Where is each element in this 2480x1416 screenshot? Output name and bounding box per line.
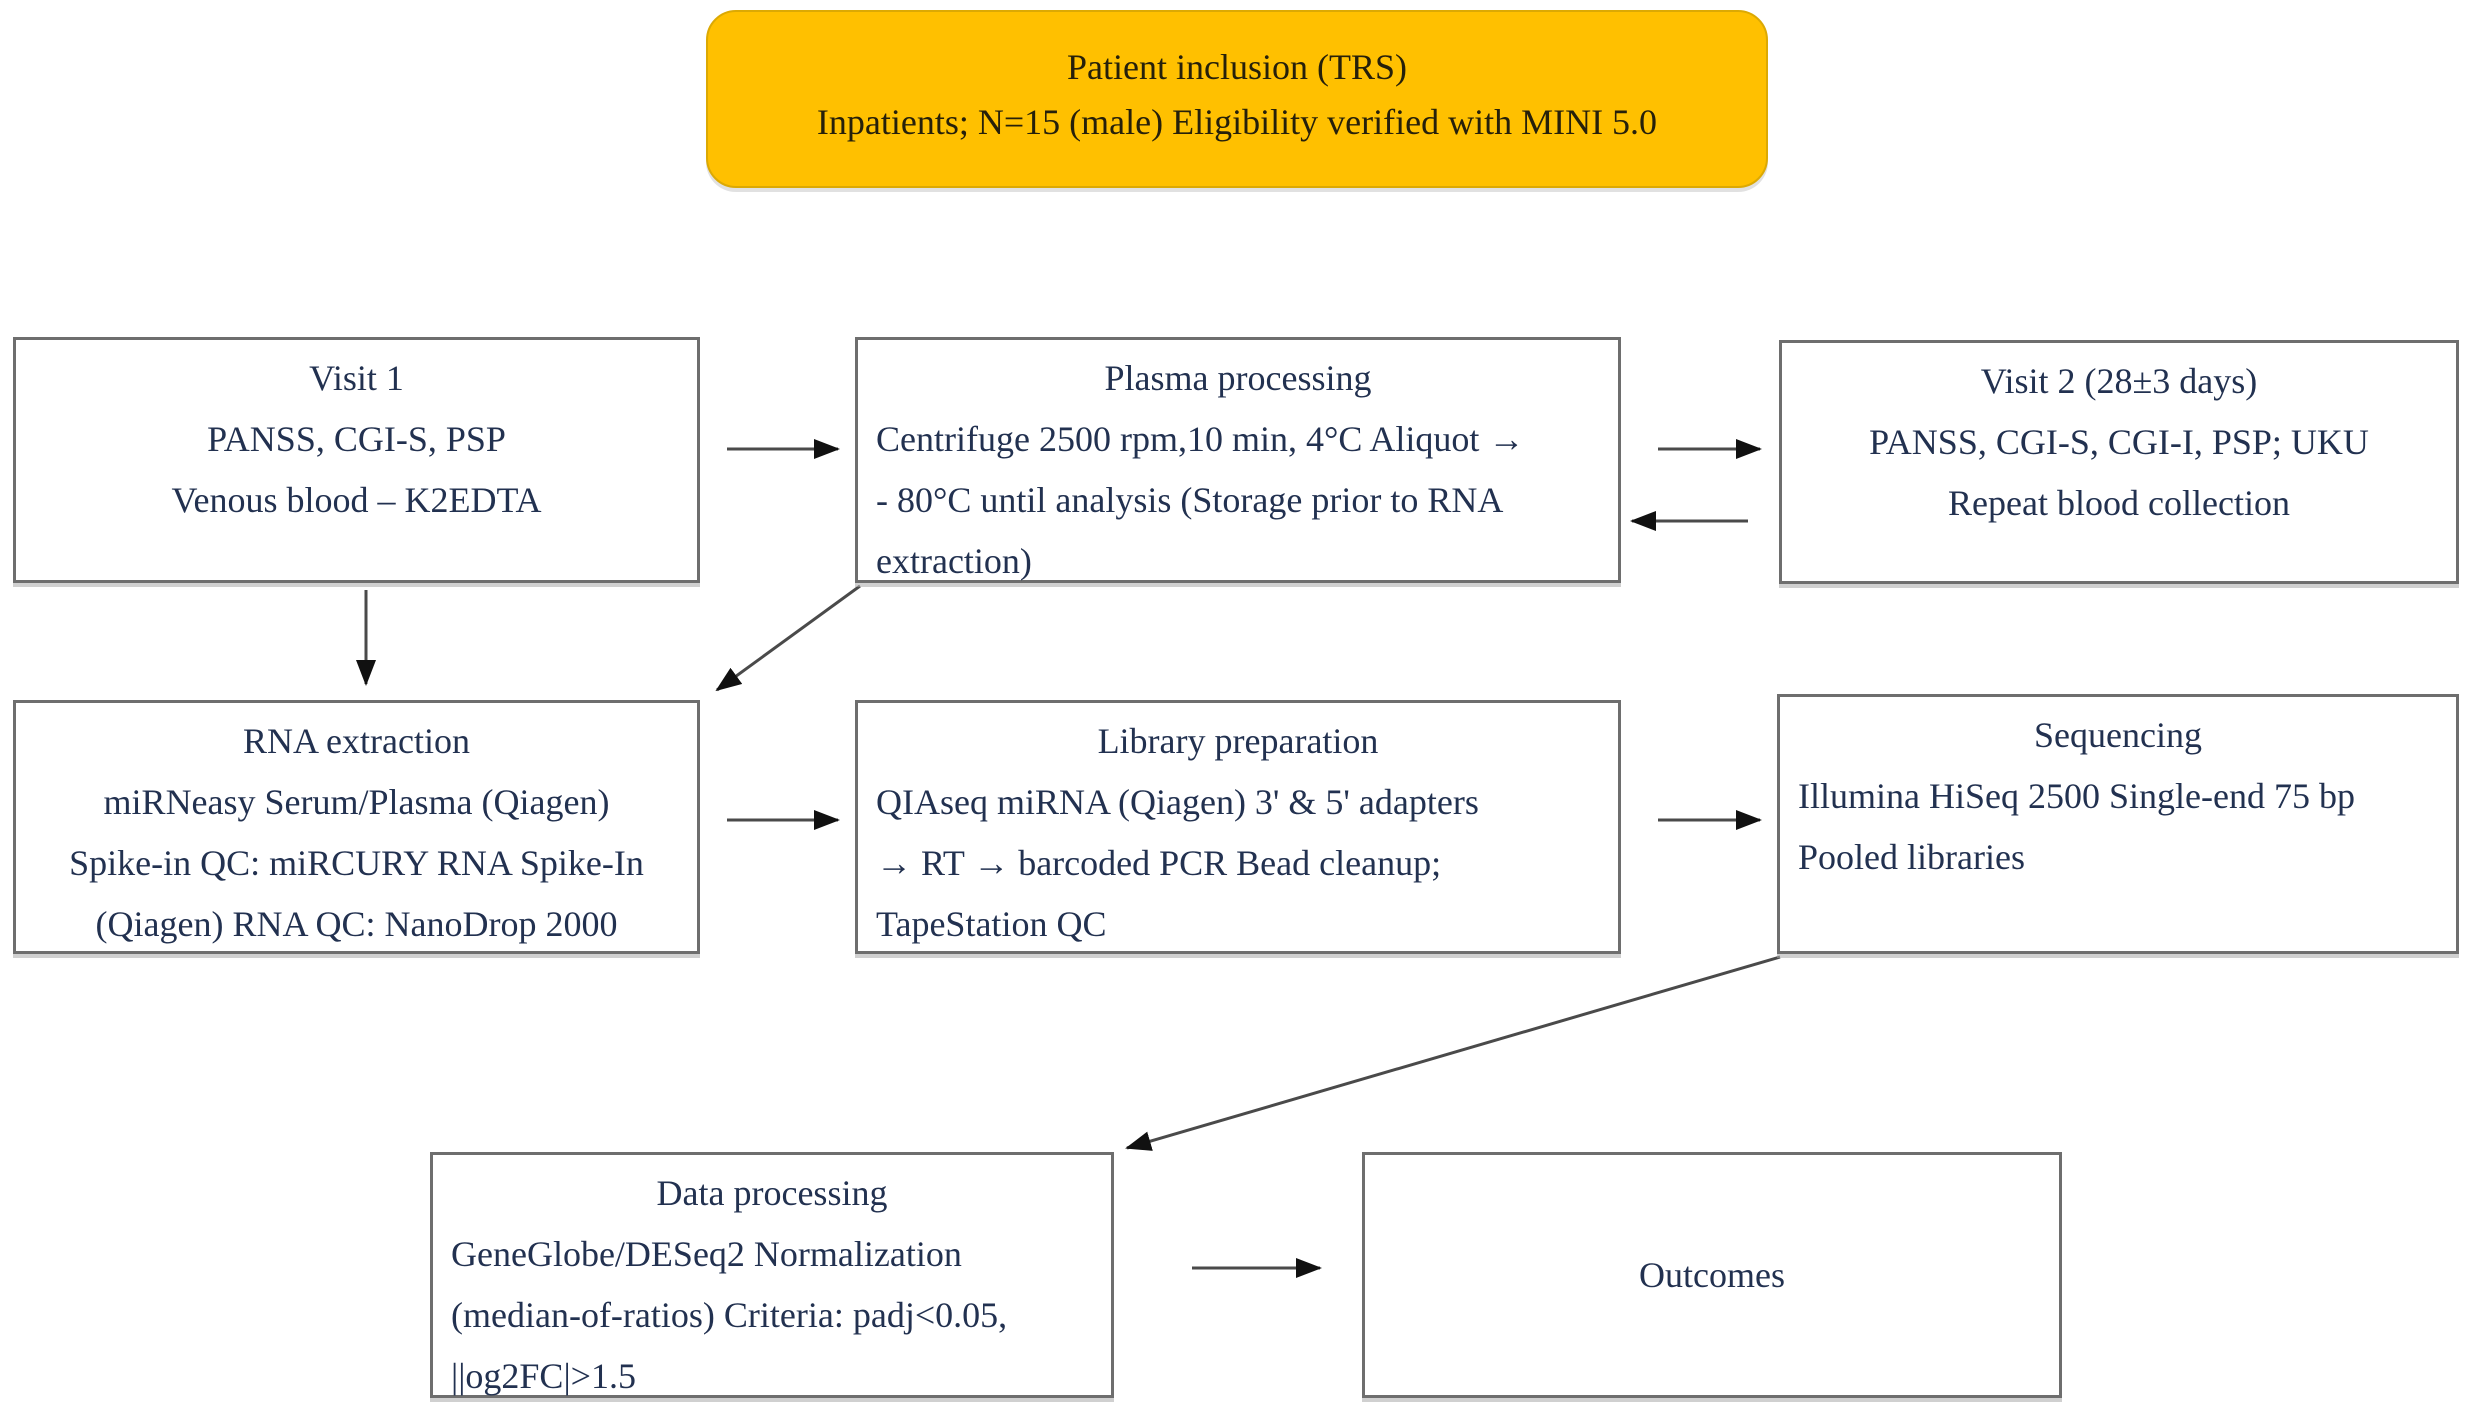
library-preparation-box: Library preparation QIAseq miRNA (Qiagen… [855,700,1621,954]
data-processing-line: (median-of-ratios) Criteria: padj<0.05, [451,1295,1008,1335]
outcomes-box: Outcomes [1362,1152,2062,1398]
library-preparation-line: QIAseq miRNA (Qiagen) 3' & 5' adapters [876,782,1479,822]
data-processing-box: Data processing GeneGlobe/DESeq2 Normali… [430,1152,1114,1398]
arrow-sequencing-to-data-processing [1125,955,1781,1151]
library-preparation-line: → RT → barcoded PCR Bead cleanup; [876,843,1442,883]
patient-inclusion-header-box: Patient inclusion (TRS) Inpatients; N=15… [706,10,1768,188]
rna-extraction-line: miRNeasy Serum/Plasma (Qiagen) [103,782,610,822]
patient-inclusion-line2: Inpatients; N=15 (male) Eligibility veri… [816,102,1658,142]
visit2-line: PANSS, CGI-S, CGI-I, PSP; UKU [1869,422,2369,462]
library-preparation-title: Library preparation [1097,721,1379,761]
patient-inclusion-line1: Patient inclusion (TRS) [1067,47,1407,87]
plasma-processing-box: Plasma processing Centrifuge 2500 rpm,10… [855,337,1621,583]
plasma-processing-title: Plasma processing [1104,358,1372,398]
library-preparation-line: TapeStation QC [876,904,1107,944]
rna-extraction-box: RNA extraction miRNeasy Serum/Plasma (Qi… [13,700,700,954]
visit1-box: Visit 1 PANSS, CGI-S, PSP Venous blood –… [13,337,700,583]
visit1-line: PANSS, CGI-S, PSP [207,419,506,459]
sequencing-line: Pooled libraries [1798,837,2025,877]
visit2-title: Visit 2 (28±3 days) [1980,361,2258,401]
visit1-title: Visit 1 [309,358,404,398]
outcomes-title: Outcomes [1639,1254,1785,1295]
data-processing-title: Data processing [656,1173,888,1213]
visit2-line: Repeat blood collection [1948,483,2290,523]
rna-extraction-line: Spike-in QC: miRCURY RNA Spike-In [69,843,644,883]
data-processing-line: ||og2FC|>1.5 [451,1356,636,1396]
rna-extraction-line: (Qiagen) RNA QC: NanoDrop 2000 [95,904,618,944]
sequencing-title: Sequencing [2034,715,2202,755]
rna-extraction-title: RNA extraction [243,721,470,761]
arrow-plasma-to-rna-extraction [715,584,861,692]
plasma-processing-line: - 80°C until analysis (Storage prior to … [876,480,1504,520]
plasma-processing-line: Centrifuge 2500 rpm,10 min, 4°C Aliquot … [876,419,1525,459]
data-processing-line: GeneGlobe/DESeq2 Normalization [451,1234,962,1274]
plasma-processing-line: extraction) [876,541,1032,581]
visit2-box: Visit 2 (28±3 days) PANSS, CGI-S, CGI-I,… [1779,340,2459,584]
sequencing-box: Sequencing Illumina HiSeq 2500 Single-en… [1777,694,2459,954]
visit1-line: Venous blood – K2EDTA [171,480,542,520]
sequencing-line: Illumina HiSeq 2500 Single-end 75 bp [1798,776,2355,816]
